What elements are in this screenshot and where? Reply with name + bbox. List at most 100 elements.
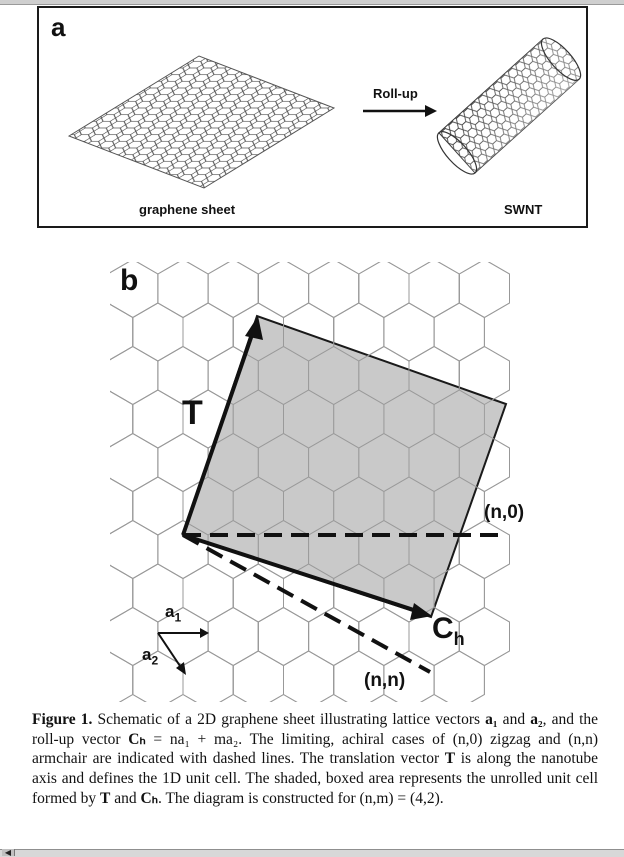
graphene-sheet-label: graphene sheet — [139, 202, 236, 217]
left-arrow-icon[interactable]: ◀ — [2, 849, 15, 857]
lattice-hexagon — [132, 476, 184, 536]
lattice-hexagon — [82, 389, 134, 449]
caption-a1: a₁ — [485, 711, 498, 728]
lattice-hexagon — [408, 258, 460, 319]
lattice-hexagon — [308, 606, 360, 667]
lattice-hexagon — [232, 650, 284, 710]
ch-label-main: C — [432, 612, 454, 645]
caption-text-1: Schematic of a 2D graphene sheet illustr… — [92, 711, 486, 728]
figure-caption: Figure 1. Schematic of a 2D graphene she… — [32, 710, 598, 809]
lattice-hexagon — [408, 258, 460, 319]
caption-figure-number: Figure 1. — [32, 711, 93, 728]
lattice-hexagon — [207, 258, 259, 319]
lattice-hexagon — [82, 302, 134, 362]
zigzag-label: (n,0) — [484, 502, 525, 523]
a2-vector-label: a2 — [142, 645, 158, 667]
lattice-hexagon — [157, 258, 209, 319]
window-top-bar — [0, 0, 624, 5]
swnt-label: SWNT — [504, 202, 543, 217]
lattice-hexagon — [157, 258, 209, 319]
lattice-hexagon — [383, 302, 435, 362]
ch-label-sub: h — [453, 629, 465, 649]
graphene-sheet — [67, 55, 336, 189]
lattice-hexagon — [358, 258, 410, 319]
a2-label-sub: 2 — [151, 653, 159, 668]
window-bottom-scrollbar[interactable] — [0, 849, 624, 857]
lattice-hexagon — [257, 258, 310, 319]
caption-text-2: and — [497, 711, 531, 728]
armchair-dashed-line — [182, 533, 431, 674]
lattice-hexagon — [433, 302, 485, 362]
lattice-hexagon — [458, 258, 510, 319]
panel-a-drawing — [67, 37, 582, 189]
lattice-hexagon — [458, 519, 510, 580]
lattice-hexagon — [82, 476, 134, 536]
lattice-hexagon — [358, 258, 410, 319]
a1-label-main: a — [165, 602, 175, 621]
lattice-hexagon — [132, 476, 184, 536]
caption-text-7: . The diagram is constructed for (n,m) =… — [157, 789, 444, 807]
lattice-hexagon — [433, 650, 485, 710]
lattice-hexagon — [458, 606, 510, 667]
panel-b-diagram: b T (n,0) (n,n) Ch a1 a2 — [82, 258, 570, 710]
armchair-label: (n,n) — [364, 670, 406, 691]
lattice-hexagon — [458, 258, 510, 319]
panel-a-letter: a — [51, 12, 66, 42]
lattice-hexagon — [132, 302, 184, 362]
lattice-hexagon — [308, 258, 360, 319]
swnt-tube — [436, 37, 582, 175]
lattice-hexagon — [82, 563, 134, 623]
rollup-arrowhead — [425, 105, 437, 117]
lattice-hexagon — [257, 258, 310, 319]
lattice-hexagon — [182, 302, 234, 362]
lattice-hexagon — [383, 302, 435, 362]
a1-vector-label: a1 — [165, 602, 181, 624]
caption-t-1: T — [444, 750, 456, 768]
lattice-hexagon — [308, 606, 360, 667]
lattice-hexagon — [82, 302, 134, 362]
a2-vector-arrowhead — [176, 662, 186, 675]
caption-ch-2: Cₕ — [140, 789, 158, 807]
lattice-hexagon — [207, 258, 259, 319]
caption-text-6: and — [110, 789, 141, 807]
lattice-hexagon — [257, 606, 310, 667]
caption-ch: Cₕ — [128, 730, 146, 748]
lattice-hexagon — [182, 650, 234, 710]
lattice-hexagon — [82, 389, 134, 449]
lattice-hexagon — [458, 519, 510, 580]
lattice-hexagon — [82, 563, 134, 623]
lattice-hexagon — [82, 650, 134, 710]
lattice-hexagon — [132, 302, 184, 362]
lattice-hexagon — [207, 606, 259, 667]
lattice-hexagon — [182, 563, 234, 623]
rollup-label: Roll-up — [373, 86, 418, 101]
a1-vector-arrowhead — [200, 628, 209, 638]
caption-formula: = na₁ + ma₂ — [145, 730, 239, 748]
ch-vector-label: Ch — [432, 612, 465, 650]
a2-label-main: a — [142, 645, 152, 664]
lattice-hexagon — [257, 606, 310, 667]
lattice-hexagon — [182, 563, 234, 623]
lattice-hexagon — [308, 258, 360, 319]
lattice-hexagon — [232, 563, 284, 623]
caption-text-4: . The limiting, achiral cases of (n,0) z… — [32, 730, 599, 768]
t-vector-label: T — [182, 394, 203, 432]
lattice-hexagon — [458, 606, 510, 667]
ch-vector-arrowhead — [410, 603, 432, 620]
lattice-hexagon — [182, 302, 234, 362]
lattice-hexagon — [283, 650, 335, 710]
lattice-hexagon — [82, 476, 134, 536]
lattice-hexagon — [207, 606, 259, 667]
a1-label-sub: 1 — [174, 610, 182, 625]
panel-a-frame: a Roll-up graphene sheet SWNT — [37, 6, 588, 228]
lattice-hexagon — [182, 650, 234, 710]
a2-vector — [157, 632, 183, 670]
caption-t-2: T — [100, 789, 111, 807]
caption-text-3: , and the roll-up vector — [32, 711, 598, 748]
caption-text-5: is along the nanotube axis and defines t… — [32, 750, 599, 807]
lattice-hexagon — [232, 563, 284, 623]
t-vector — [181, 325, 257, 536]
lattice-hexagon — [132, 389, 184, 449]
lattice-drawing — [82, 258, 510, 710]
t-vector-arrowhead — [245, 316, 263, 340]
